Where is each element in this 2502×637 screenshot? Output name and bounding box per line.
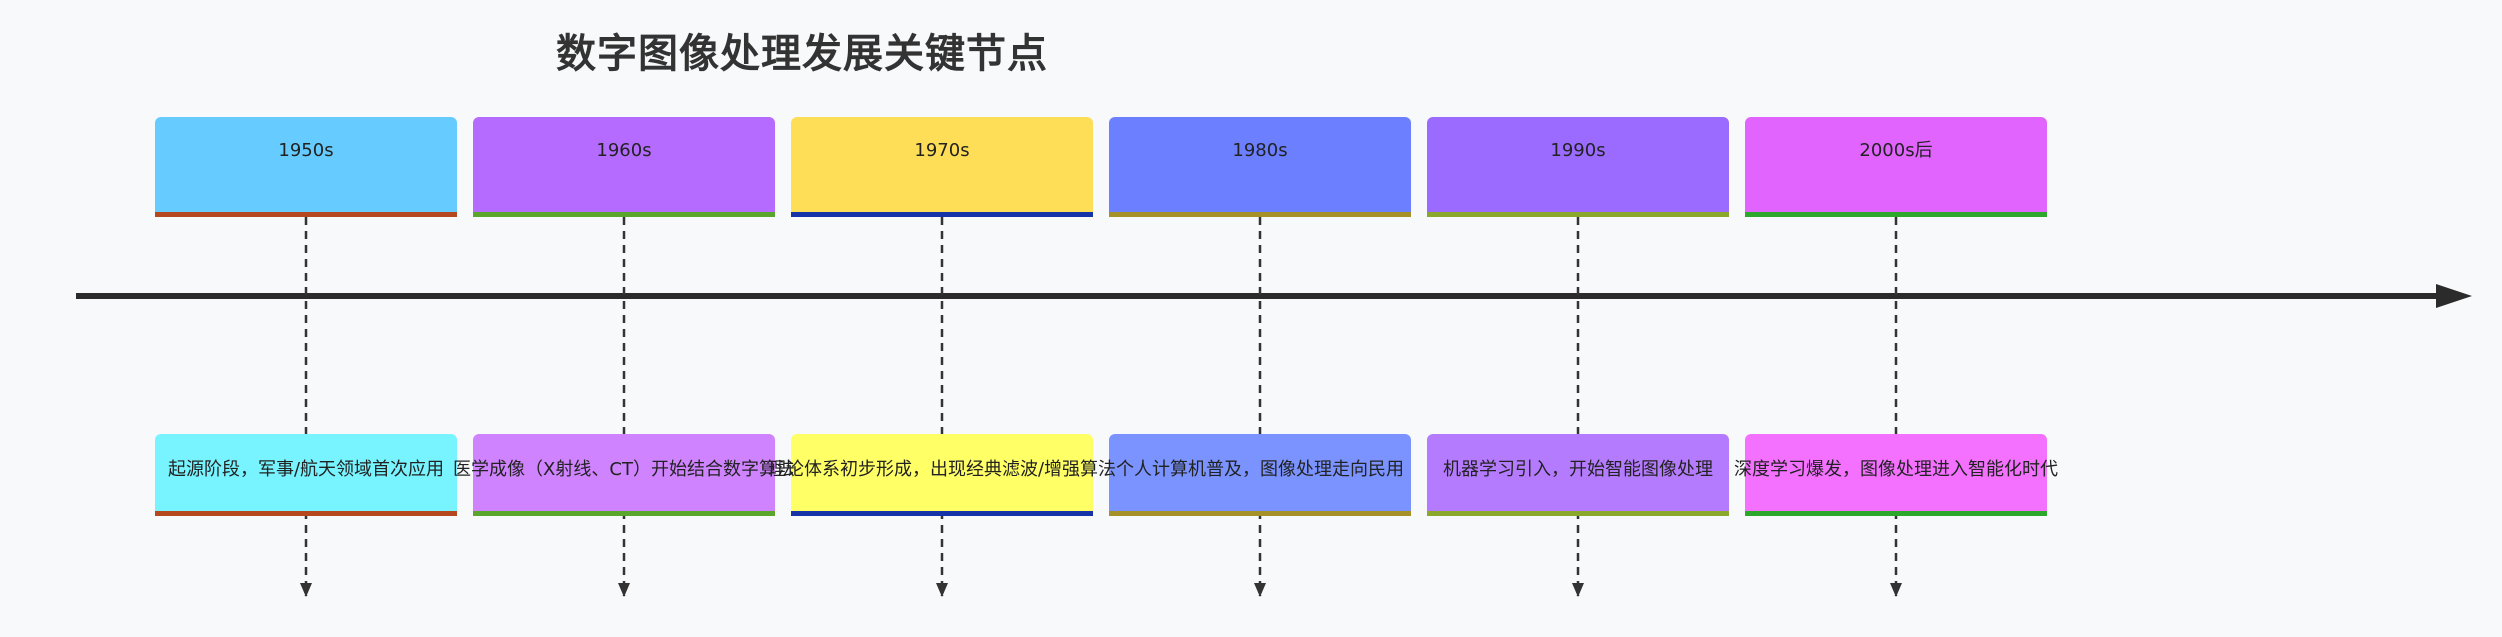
event-box-accent [791, 511, 1093, 516]
timeline-period: 1990s [1427, 117, 1729, 597]
event-description: 起源阶段，军事/航天领域首次应用 [168, 459, 444, 480]
event-description: 机器学习引入，开始智能图像处理 [1443, 459, 1713, 480]
timeline-period: 1970s [791, 117, 1093, 597]
event-description: 深度学习爆发，图像处理进入智能化时代 [1734, 459, 2058, 480]
event-box [791, 434, 1093, 516]
period-box [155, 117, 457, 217]
event-description: 个人计算机普及，图像处理走向民用 [1116, 459, 1404, 480]
period-label: 2000s后 [1859, 140, 1932, 161]
period-box-accent [1745, 212, 2047, 217]
event-box [1427, 434, 1729, 516]
period-label: 1990s [1550, 140, 1605, 161]
event-box [1109, 434, 1411, 516]
event-description: 医学成像（X射线、CT）开始结合数字算法 [453, 459, 795, 480]
period-label: 1980s [1232, 140, 1287, 161]
event-box-accent [473, 511, 775, 516]
event-box [1745, 434, 2047, 516]
period-box [473, 117, 775, 217]
timeline-period: 1960s [473, 117, 775, 597]
period-box-accent [1109, 212, 1411, 217]
period-box [1427, 117, 1729, 217]
period-box [1109, 117, 1411, 217]
event-box [473, 434, 775, 516]
diagram-title: 数字图像处理发展关键节点 [556, 31, 1048, 77]
period-box [1745, 117, 2047, 217]
timeline-period: 1950s [155, 117, 457, 597]
period-label: 1950s [278, 140, 333, 161]
event-box [155, 434, 457, 516]
event-box-accent [1109, 511, 1411, 516]
period-box-accent [155, 212, 457, 217]
period-box [791, 117, 1093, 217]
period-box-accent [791, 212, 1093, 217]
timeline-period: 2000s后 [1745, 117, 2047, 597]
timeline-axis-arrowhead [2436, 284, 2472, 308]
period-label: 1970s [914, 140, 969, 161]
event-box-accent [155, 511, 457, 516]
event-box-accent [1427, 511, 1729, 516]
period-box-accent [473, 212, 775, 217]
period-box-accent [1427, 212, 1729, 217]
event-description: 理论体系初步形成，出现经典滤波/增强算法 [768, 459, 1116, 480]
timeline-period: 1980s [1109, 117, 1411, 597]
event-box-accent [1745, 511, 2047, 516]
period-label: 1960s [596, 140, 651, 161]
